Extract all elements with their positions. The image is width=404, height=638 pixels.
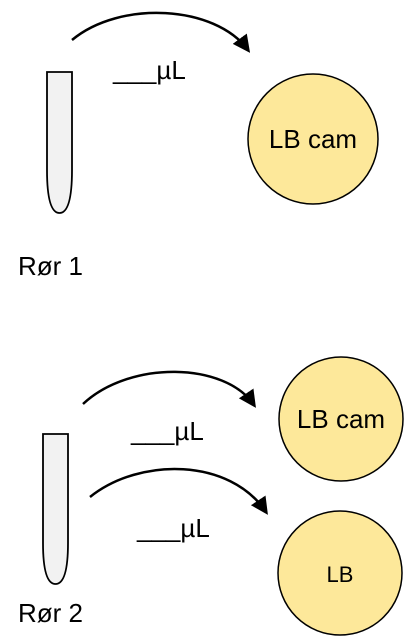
transfer-arrow-3 — [89, 467, 268, 515]
tube-label-2: Rør 2 — [18, 598, 83, 628]
plate-label-2: LB cam — [297, 404, 385, 434]
transfer-arrow-1 — [71, 11, 251, 53]
volume-label-3: ___µL — [136, 513, 210, 543]
volume-label-1: ___µL — [112, 55, 186, 85]
tube-label-1: Rør 1 — [18, 251, 83, 281]
tube-1 — [46, 71, 73, 214]
plate-label-3: LB — [327, 562, 354, 587]
plate-lb-cam-2 — [278, 356, 404, 482]
tube-2 — [42, 433, 69, 585]
plate-lb-cam-1 — [247, 73, 379, 205]
volume-label-2: ___µL — [130, 416, 204, 446]
transfer-arrow-2 — [82, 370, 256, 408]
section-tube-2: ___µL LB cam ___µL LB Rør 2 — [18, 356, 404, 636]
plate-label-1: LB cam — [269, 124, 357, 154]
plate-lb-2 — [277, 510, 403, 636]
section-tube-1: ___µL LB cam Rør 1 — [18, 11, 379, 281]
